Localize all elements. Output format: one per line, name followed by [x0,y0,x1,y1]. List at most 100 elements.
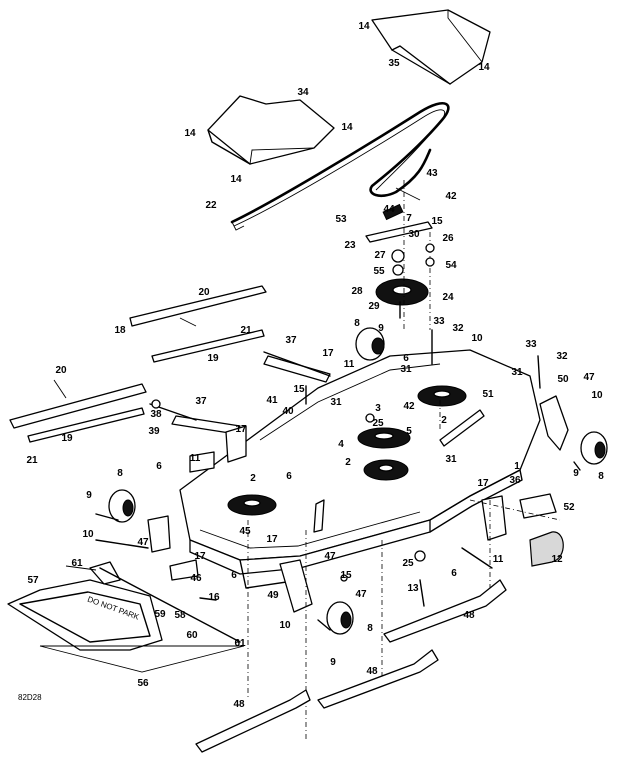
idler-assembly [365,180,435,330]
part-callout-47: 47 [324,551,336,562]
part-callout-29: 29 [368,301,380,312]
part-callout-30: 30 [408,229,420,240]
part-callout-58: 58 [174,610,186,621]
part-callout-15: 15 [293,384,305,395]
part-callout-43: 43 [426,168,438,179]
part-callout-17: 17 [194,551,206,562]
part-callout-47: 47 [355,589,367,600]
part-callout-2: 2 [250,473,256,484]
fasteners [95,329,581,631]
discharge-chute: DO NOT PARK [7,561,245,673]
brackets [147,355,569,613]
figure-code: 82D28 [18,693,42,702]
part-callout-25: 25 [402,558,414,569]
part-callout-14: 14 [230,174,242,185]
part-callout-10: 10 [591,390,603,401]
part-callout-6: 6 [231,570,237,581]
part-callout-37: 37 [195,396,207,407]
part-callout-32: 32 [452,323,464,334]
part-callout-13: 13 [407,583,419,594]
part-callout-6: 6 [451,568,457,579]
part-callout-6: 6 [403,353,409,364]
part-callout-34: 34 [297,87,309,98]
part-callout-52: 52 [563,502,575,513]
part-callout-33: 33 [433,316,445,327]
part-callout-42: 42 [403,401,415,412]
part-callout-17: 17 [235,424,247,435]
part-callout-54: 54 [445,260,457,271]
part-callout-17: 17 [322,348,334,359]
part-callout-61: 61 [71,558,83,569]
part-callout-6: 6 [156,461,162,472]
part-callout-5: 5 [406,426,412,437]
spindle-pulleys [227,385,467,516]
deck-housing [179,349,541,589]
part-callout-12: 12 [551,554,563,565]
deck-rails [9,285,267,443]
part-callout-9: 9 [378,323,384,334]
part-callout-8: 8 [598,471,604,482]
part-callout-15: 15 [431,216,443,227]
part-callout-14: 14 [341,122,353,133]
part-callout-19: 19 [61,433,73,444]
part-callout-27: 27 [374,250,386,261]
part-callout-31: 31 [445,454,457,465]
part-callout-11: 11 [493,554,504,565]
part-callout-24: 24 [442,292,454,303]
part-callout-17: 17 [266,534,278,545]
part-callout-31: 31 [511,367,523,378]
part-callout-22: 22 [205,200,217,211]
part-callout-55: 55 [373,266,385,277]
part-callout-35: 35 [388,58,400,69]
part-callout-4: 4 [338,439,344,450]
part-callout-60: 60 [186,630,198,641]
part-callout-10: 10 [82,529,94,540]
part-callout-9: 9 [330,657,336,668]
part-callout-47: 47 [137,537,149,548]
part-callout-42: 42 [445,191,457,202]
part-callout-8: 8 [367,623,373,634]
part-callout-46: 46 [190,573,202,584]
part-callout-2: 2 [345,457,351,468]
part-callout-51: 51 [482,389,494,400]
part-callout-25: 25 [372,418,384,429]
part-callout-48: 48 [463,610,475,621]
part-callout-48: 48 [366,666,378,677]
part-callout-18: 18 [114,325,126,336]
part-callout-28: 28 [351,286,363,297]
part-callout-49: 49 [267,590,279,601]
part-callout-21: 21 [26,455,38,466]
part-callout-31: 31 [400,364,412,375]
part-callout-53: 53 [335,214,347,225]
part-callout-1: 1 [514,461,520,472]
part-callout-17: 17 [477,478,489,489]
part-callout-33: 33 [525,339,537,350]
part-callout-21: 21 [240,325,252,336]
part-callout-14: 14 [478,62,490,73]
belt-cover-left [207,95,335,165]
part-callout-37: 37 [285,335,297,346]
part-callout-15: 15 [340,570,352,581]
part-callout-8: 8 [117,468,123,479]
part-callout-10: 10 [471,333,483,344]
part-callout-7: 7 [406,213,412,224]
belt-cover-right [371,9,491,85]
part-callout-41: 41 [266,395,278,406]
part-callout-47: 47 [583,372,595,383]
gauge-wheels [108,327,608,635]
part-callout-32: 32 [556,351,568,362]
part-callout-20: 20 [55,365,67,376]
part-callout-8: 8 [354,318,360,329]
part-callout-11: 11 [190,453,201,464]
part-callout-14: 14 [184,128,196,139]
part-callout-9: 9 [86,490,92,501]
part-callout-48: 48 [233,699,245,710]
part-callout-44: 44 [383,204,395,215]
part-callout-6: 6 [286,471,292,482]
part-callout-16: 16 [208,592,220,603]
part-callout-50: 50 [557,374,569,385]
part-callout-38: 38 [150,409,162,420]
part-callout-20: 20 [198,287,210,298]
